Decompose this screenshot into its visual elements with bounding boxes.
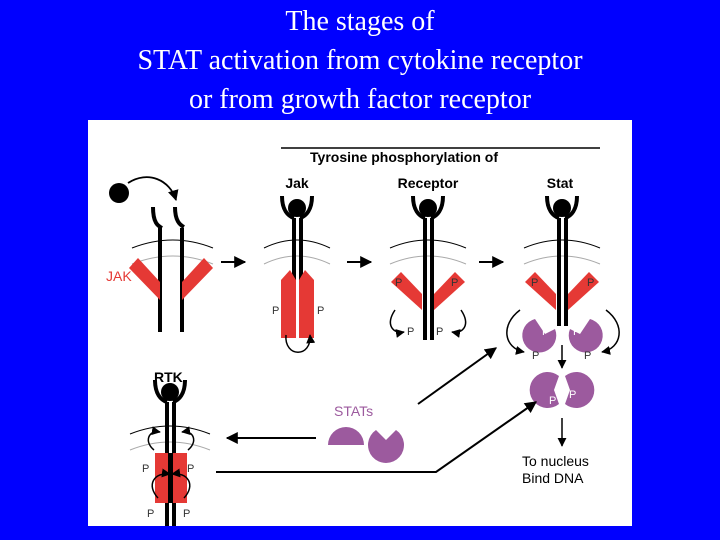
stat-monomer xyxy=(368,430,404,463)
stat-monomer xyxy=(328,427,364,445)
phospho-p: P xyxy=(531,277,538,289)
phospho-p: P xyxy=(532,350,539,362)
stat-monomer xyxy=(565,372,595,408)
jak-kinase-left xyxy=(129,258,160,300)
phospho-p: P xyxy=(187,463,194,475)
phospho-p: P xyxy=(272,305,279,317)
stat-monomer xyxy=(568,319,603,353)
rtk-label: RTK xyxy=(154,369,183,385)
rtk-to-dimer-arrow xyxy=(216,401,537,473)
slide-title: The stages of STAT activation from cytok… xyxy=(0,2,720,119)
jak-kinase-right xyxy=(182,258,213,300)
autophospho-arrow xyxy=(147,426,161,451)
phospho-p: P xyxy=(142,463,149,475)
stat-monomer xyxy=(522,319,557,353)
jak-kinase-right xyxy=(568,272,599,310)
autophospho-arrow xyxy=(181,426,195,451)
phosphorylation-arrow xyxy=(451,309,467,338)
phospho-p: P xyxy=(436,326,443,338)
recruitment-arrow xyxy=(506,309,525,355)
title-line-3: or from growth factor receptor xyxy=(188,84,532,115)
phospho-p: P xyxy=(573,326,580,338)
nucleus-label-line1: To nucleus xyxy=(522,453,589,469)
stat-monomer xyxy=(529,372,559,409)
phospho-p: P xyxy=(584,350,591,362)
phospho-p: P xyxy=(407,326,414,338)
phospho-p: P xyxy=(317,305,324,317)
jak-kinase-right xyxy=(299,270,314,338)
recruitment-arrow xyxy=(601,309,620,355)
jak-kinase-left xyxy=(525,272,556,310)
phospho-p: P xyxy=(587,277,594,289)
autophospho-arrow xyxy=(171,468,191,499)
jak-kinase-right xyxy=(434,272,465,310)
ligand xyxy=(109,183,129,203)
nucleus-label-line2: Bind DNA xyxy=(522,470,584,486)
phospho-p: P xyxy=(549,395,556,407)
phospho-p: P xyxy=(183,508,190,520)
transphospho-arrow xyxy=(285,334,316,353)
phospho-p: P xyxy=(451,277,458,289)
stage2-receptor: P P xyxy=(263,194,331,353)
jak-kinase-left xyxy=(391,272,422,310)
jak-kinase-left xyxy=(281,270,296,338)
title-line-1: The stages of xyxy=(285,6,435,37)
phospho-p: P xyxy=(147,508,154,520)
phospho-p: P xyxy=(569,389,576,401)
phosphorylation-arrow xyxy=(389,309,405,338)
rtk-receptor: RTK P P P P xyxy=(129,369,211,526)
stage4-receptor: P P P P P P xyxy=(506,194,620,369)
header-text: Tyrosine phosphorylation of xyxy=(310,149,498,165)
stat-to-receptor-arrow xyxy=(417,347,497,405)
stage-label-receptor: Receptor xyxy=(398,175,459,191)
title-line-2: STAT activation from cytokine receptor xyxy=(137,45,583,76)
phospho-p: P xyxy=(395,277,402,289)
stage3-receptor: P P P P xyxy=(389,194,467,340)
stage-label-stat: Stat xyxy=(547,175,574,191)
binding-arrow xyxy=(127,176,179,202)
autophospho-arrow xyxy=(151,468,171,499)
phospho-p: P xyxy=(542,326,549,338)
stat-dimer: P P xyxy=(529,372,595,447)
stage1-receptor: JAK xyxy=(106,176,214,332)
stats-label: STATs xyxy=(334,403,373,419)
stat-activation-diagram: Tyrosine phosphorylation of Jak Receptor… xyxy=(88,120,632,526)
stage-label-jak: Jak xyxy=(285,175,309,191)
jak-label: JAK xyxy=(106,268,132,284)
